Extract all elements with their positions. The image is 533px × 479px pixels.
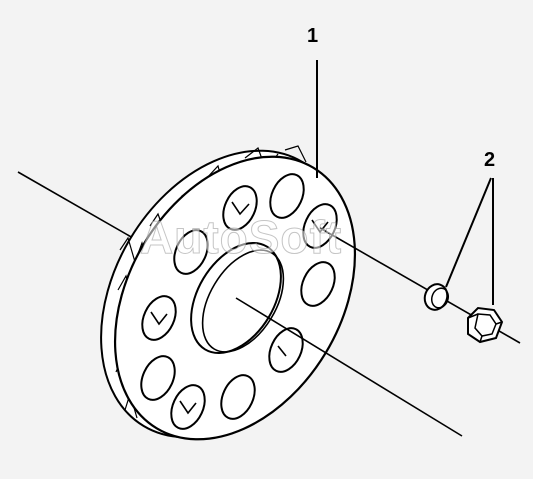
callout-label-1: 1: [307, 25, 319, 47]
washer: [423, 283, 450, 311]
leader-line-2a: [445, 177, 492, 288]
bolt-hole: [141, 295, 177, 341]
flange-plate: [100, 145, 357, 441]
bolt-hole: [222, 185, 258, 231]
bolt-holes: [140, 173, 338, 430]
bolt-hole-chamfers: [150, 201, 329, 415]
bolt-hole: [170, 384, 206, 430]
hex-nut: [467, 306, 504, 344]
bolt-hole: [220, 374, 256, 420]
bolt-hole: [173, 229, 209, 275]
callout-label-2: 2: [484, 149, 496, 171]
center-axis-line-right: [235, 297, 463, 437]
bolt-hole: [140, 355, 176, 401]
bolt-hole: [268, 327, 304, 373]
center-axis-line-left: [17, 171, 141, 243]
bolt-hole: [269, 173, 305, 219]
bolt-hole: [300, 261, 336, 307]
bolt-hole: [302, 203, 338, 249]
center-bore-inner: [201, 249, 285, 353]
